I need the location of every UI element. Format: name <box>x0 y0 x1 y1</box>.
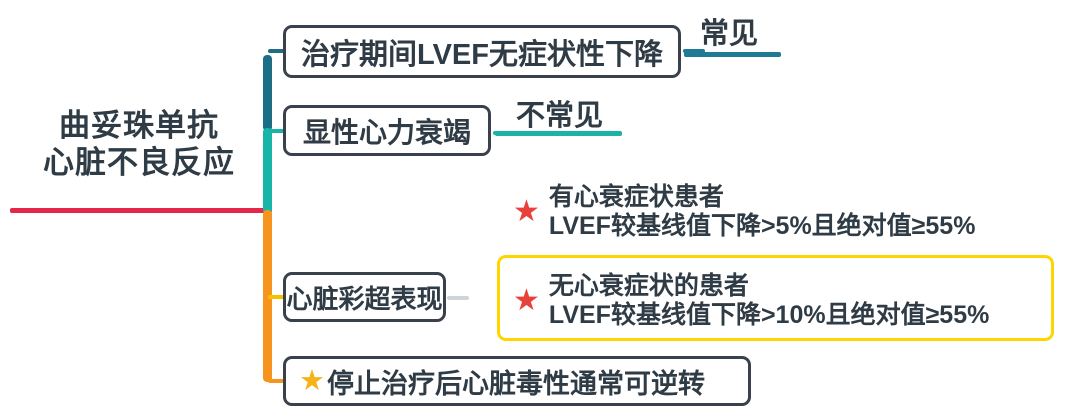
root-title-line-2: 心脏不良反应 <box>43 144 235 180</box>
detail-highlight-box <box>497 255 1054 341</box>
connector-lvef-to-annotation <box>683 49 705 53</box>
annotation-common: 常见 <box>700 18 759 50</box>
detail-asymptomatic-text: 无心衰症状的患者 LVEF较基线值下降>10%且绝对值≥55% <box>549 272 989 330</box>
node-echocardiogram[interactable]: 心脏彩超表现 <box>283 272 446 322</box>
detail-asymptomatic-line-2: LVEF较基线值下降>10%且绝对值≥55% <box>548 301 990 329</box>
annotation-common-underline <box>684 52 781 57</box>
node-lvef-decline[interactable]: 治疗期间LVEF无症状性下降 <box>283 25 681 78</box>
annotation-uncommon-underline <box>495 131 622 136</box>
detail-asymptomatic-line-1: 无心衰症状的患者 <box>548 272 749 300</box>
trunk-segment-top <box>263 55 272 131</box>
node-reversible-cardiotoxicity[interactable]: ★ 停止治疗后心脏毒性通常可逆转 <box>283 356 751 406</box>
star-icon-red-asymptomatic: ★ <box>513 284 540 317</box>
connector-to-echocardiogram-node <box>268 295 288 299</box>
annotation-uncommon: 不常见 <box>516 100 604 132</box>
detail-symptomatic-patients: ★ 有心衰症状患者 LVEF较基线值下降>5%且绝对值≥55% <box>513 183 975 241</box>
detail-symptomatic-text: 有心衰症状患者 LVEF较基线值下降>5%且绝对值≥55% <box>549 183 976 241</box>
connector-to-heart-failure-node <box>268 129 288 133</box>
detail-symptomatic-line-1: 有心衰症状患者 <box>548 183 724 211</box>
node-reversible-label: 停止治疗后心脏毒性通常可逆转 <box>327 368 705 399</box>
root-underline <box>10 208 272 213</box>
node-overt-heart-failure[interactable]: 显性心力衰竭 <box>283 105 491 156</box>
trunk-segment-bottom <box>263 210 272 382</box>
connector-to-reversible-node <box>268 379 288 383</box>
connector-echocardiogram-to-details <box>447 296 469 300</box>
star-icon-gold: ★ <box>299 364 325 397</box>
root-node: 曲妥珠单抗 心脏不良反应 <box>10 108 268 181</box>
connector-to-lvef-node <box>268 49 288 53</box>
detail-symptomatic-line-2: LVEF较基线值下降>5%且绝对值≥55% <box>548 212 976 240</box>
detail-asymptomatic-patients: ★ 无心衰症状的患者 LVEF较基线值下降>10%且绝对值≥55% <box>513 272 989 330</box>
root-title-line-1: 曲妥珠单抗 <box>59 108 219 143</box>
trunk-segment-middle <box>263 128 272 214</box>
star-icon-red-symptomatic: ★ <box>513 195 540 228</box>
